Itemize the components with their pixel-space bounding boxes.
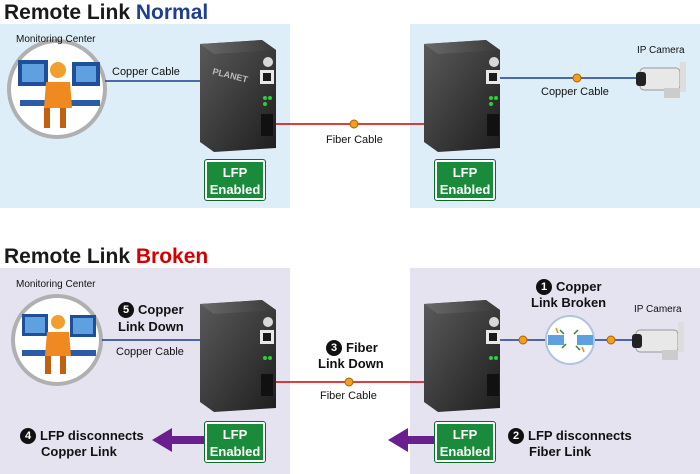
step-number-badge: 4	[20, 428, 36, 444]
step-number-badge: 3	[326, 340, 342, 356]
step-2-label: 2 LFP disconnects	[508, 428, 632, 444]
section-title-broken: Remote Link Broken	[4, 245, 208, 269]
section-title-normal: Remote Link Normal	[4, 1, 208, 25]
lfp-badge-line2: Enabled	[209, 444, 261, 459]
copper-cable-label: Copper Cable	[112, 66, 180, 78]
lfp-badge-line1: LFP	[222, 427, 248, 442]
section-title-status: Normal	[135, 1, 209, 24]
lfp-badge-line1: LFP	[452, 427, 478, 442]
lfp-badge-line2: Enabled	[439, 444, 491, 459]
fiber-cable-label: Fiber Cable	[320, 390, 377, 402]
step-number-badge: 2	[508, 428, 524, 444]
ip-camera-label: IP Camera	[634, 304, 682, 315]
lfp-badge-line1: LFP	[222, 165, 248, 180]
lfp-enabled-badge: LFP Enabled	[434, 421, 496, 463]
media-converter-bottom-right	[424, 300, 500, 412]
lfp-enabled-badge: LFP Enabled	[434, 159, 496, 201]
copper-cable-label: Copper Cable	[541, 86, 609, 98]
media-converter-top-right	[424, 40, 500, 152]
step-5-status: Link Down	[118, 319, 184, 334]
fiber-cable-label: Fiber Cable	[326, 134, 383, 146]
lfp-badge-line1: LFP	[452, 165, 478, 180]
step-line1: Fiber	[346, 340, 378, 355]
lfp-enabled-badge: LFP Enabled	[204, 421, 266, 463]
step-line1: Copper	[138, 302, 184, 317]
step-line1: Copper	[556, 279, 602, 294]
broken-cable-icon	[545, 315, 595, 365]
ip-camera-icon	[636, 62, 686, 98]
lfp-badge-line2: Enabled	[209, 182, 261, 197]
arrow-left-icon	[152, 428, 204, 452]
step-2-line2: Fiber Link	[529, 444, 592, 459]
step-3-label: 3 Fiber	[326, 340, 378, 356]
ip-camera-icon	[632, 322, 684, 360]
step-1-status: Link Broken	[531, 295, 607, 310]
step-5-label: 5 Copper	[118, 302, 184, 318]
lfp-badge-line2: Enabled	[439, 182, 491, 197]
step-line1: LFP disconnects	[40, 428, 144, 443]
media-converter-bottom-left	[200, 300, 276, 412]
step-3-status: Link Down	[318, 356, 384, 371]
step-number-badge: 1	[536, 279, 552, 295]
step-1-label: 1 Copper	[536, 279, 602, 295]
arrow-left-icon	[388, 428, 436, 452]
step-4-label: 4 LFP disconnects	[20, 428, 144, 444]
section-title-prefix: Remote Link	[4, 245, 136, 268]
monitoring-center-icon	[7, 39, 107, 139]
media-converter-top-left: PLANET	[200, 40, 276, 152]
section-title-status: Broken	[135, 245, 209, 268]
lfp-enabled-badge: LFP Enabled	[204, 159, 266, 201]
step-number-badge: 5	[118, 302, 134, 318]
step-line1: LFP disconnects	[528, 428, 632, 443]
copper-cable-label: Copper Cable	[116, 346, 184, 358]
step-4-line2: Copper Link	[41, 444, 117, 459]
monitoring-center-label: Monitoring Center	[16, 279, 96, 290]
monitoring-center-label: Monitoring Center	[16, 34, 96, 45]
section-title-prefix: Remote Link	[4, 1, 136, 24]
ip-camera-label: IP Camera	[637, 45, 685, 56]
monitoring-center-icon	[11, 294, 103, 386]
